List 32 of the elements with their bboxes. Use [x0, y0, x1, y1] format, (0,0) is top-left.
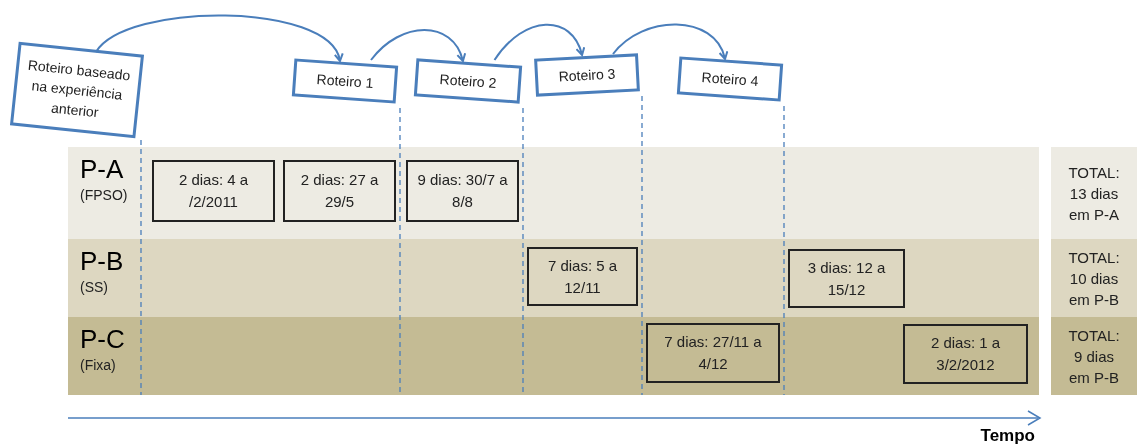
route-box: Roteiro 2	[413, 58, 523, 104]
platform-type: (FPSO)	[80, 186, 128, 205]
platform-name: P-C	[80, 323, 125, 355]
total-panel: TOTAL: 10 dias em P-B	[1051, 239, 1137, 317]
curved-arrow	[94, 14, 342, 62]
axis-label: Tempo	[980, 426, 1035, 446]
route-box: Roteiro 3	[534, 53, 640, 97]
platform-type: (Fixa)	[80, 356, 117, 375]
platform-band	[68, 147, 1039, 239]
platform-band	[68, 239, 1039, 317]
route-box: Roteiro baseado na experiência anterior	[9, 41, 145, 139]
dashed-guide-line	[641, 95, 643, 396]
total-panel: TOTAL: 13 dias em P-A	[1051, 147, 1137, 239]
duration-box: 2 dias: 4 a /2/2011	[152, 160, 275, 222]
dashed-guide-line	[140, 139, 142, 396]
route-box: Roteiro 1	[291, 58, 399, 104]
platform-name: P-B	[80, 245, 124, 277]
duration-box: 2 dias: 1 a 3/2/2012	[903, 324, 1028, 384]
duration-box: 2 dias: 27 a 29/5	[283, 160, 396, 222]
route-box: Roteiro 4	[676, 56, 784, 102]
dashed-guide-line	[783, 105, 785, 396]
duration-box: 7 dias: 5 a 12/11	[527, 247, 638, 306]
duration-box: 9 dias: 30/7 a 8/8	[406, 160, 519, 222]
platform-name: P-A	[80, 153, 125, 185]
platform-band	[68, 317, 1039, 395]
duration-box: 3 dias: 12 a 15/12	[788, 249, 905, 308]
duration-box: 7 dias: 27/11 a 4/12	[646, 323, 780, 383]
curved-arrow	[612, 23, 728, 60]
curved-arrow	[370, 29, 466, 62]
total-panel: TOTAL: 9 dias em P-B	[1051, 317, 1137, 395]
curved-arrow	[493, 23, 585, 61]
platform-type: (SS)	[80, 278, 109, 297]
